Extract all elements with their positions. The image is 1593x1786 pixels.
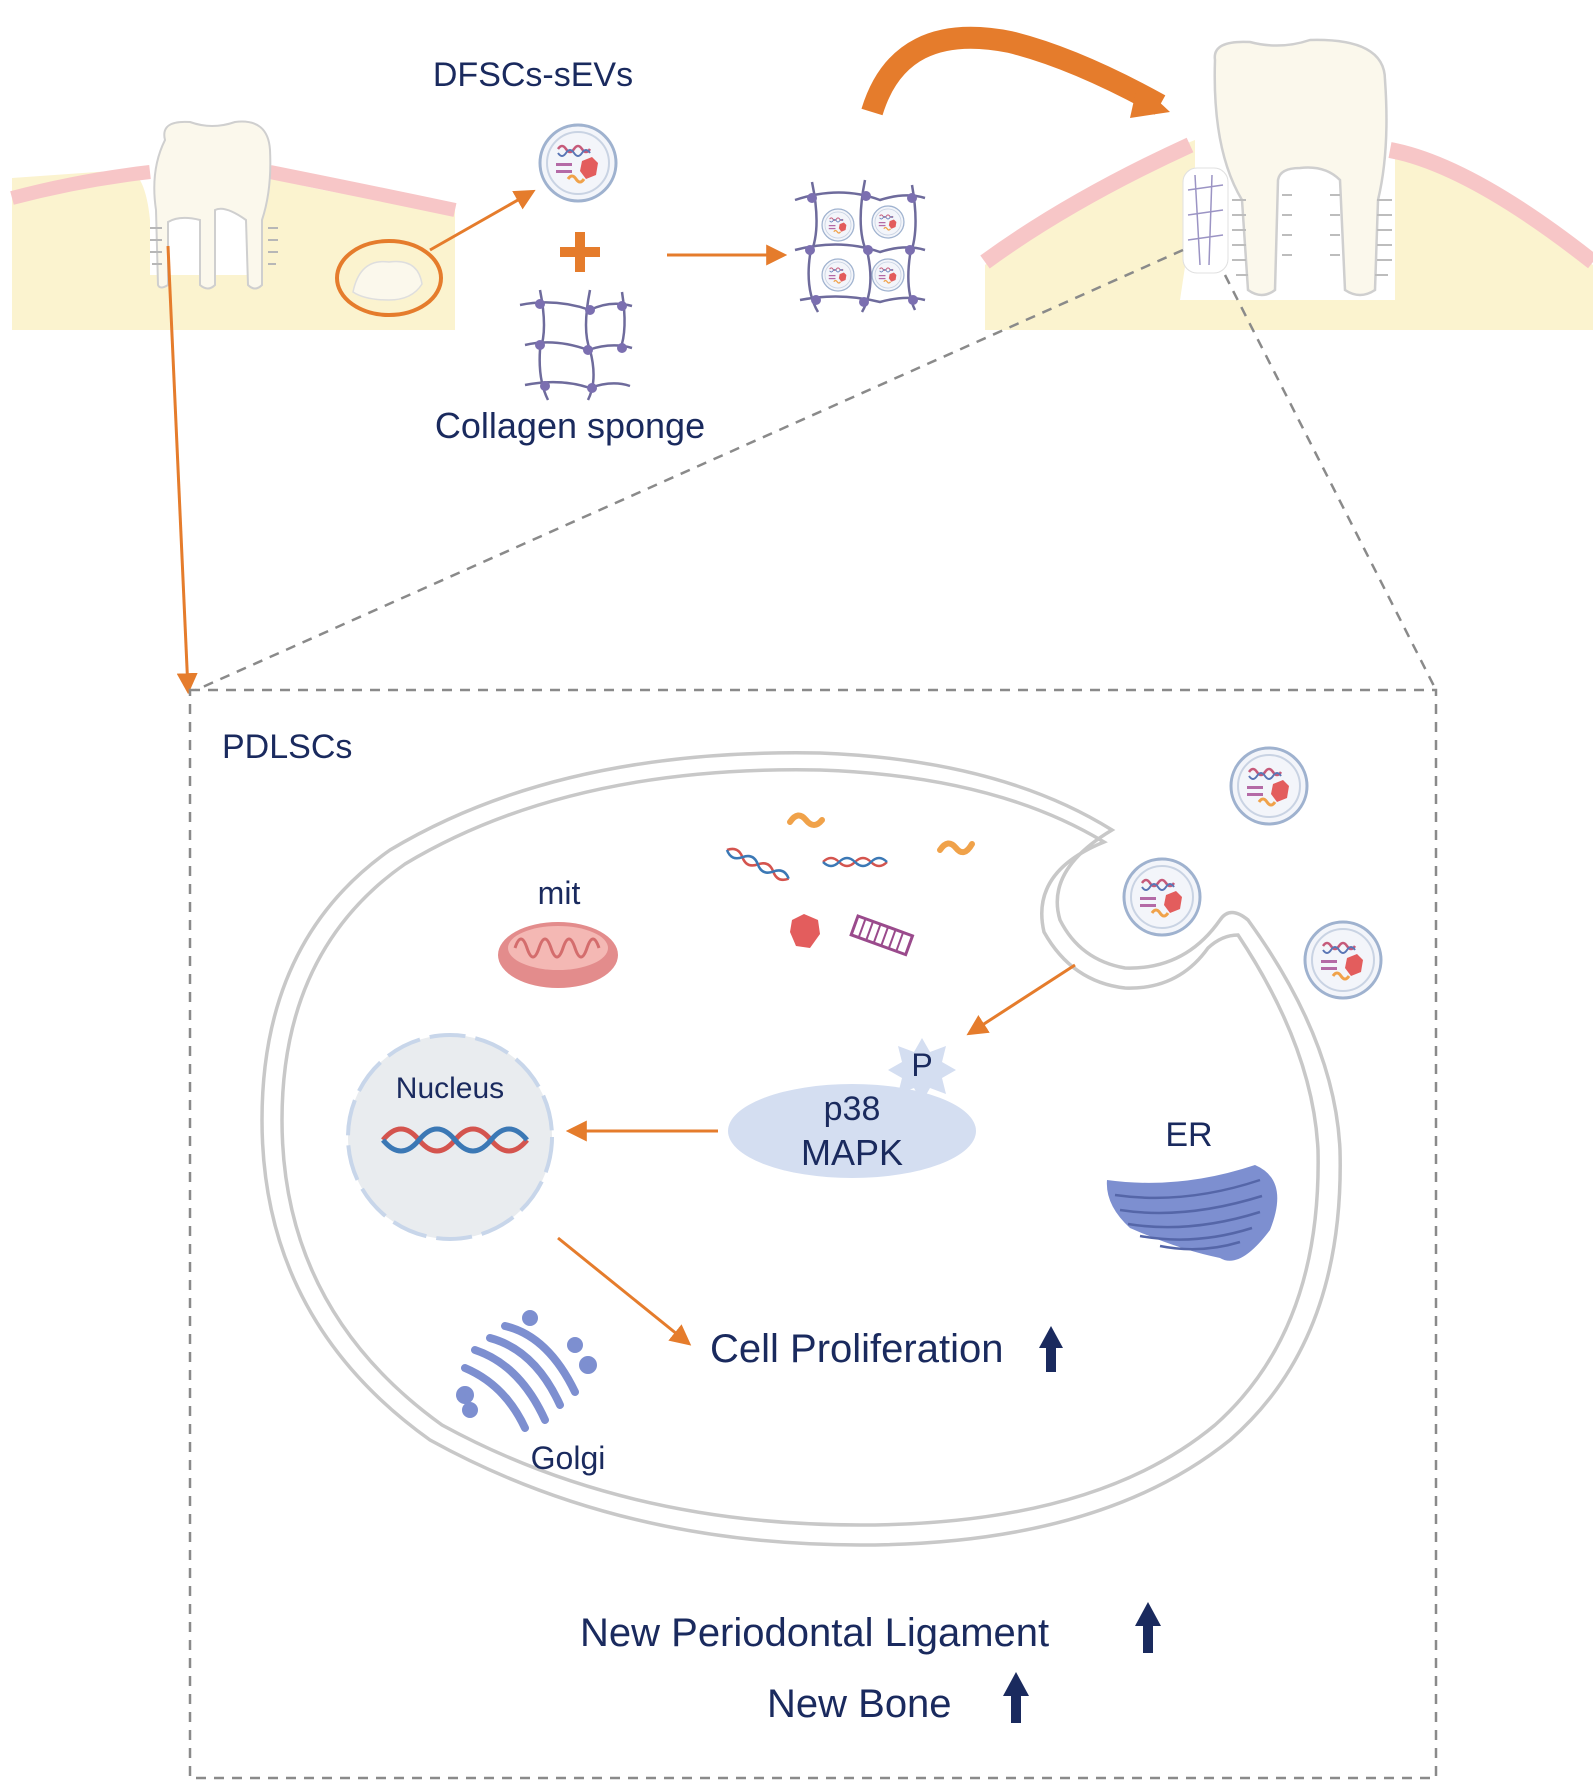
dna-icon [381,1126,529,1154]
up-arrow-icon [1039,1326,1063,1372]
er-label: ER [1165,1116,1212,1154]
p38-mapk-node [728,1084,976,1178]
endoplasmic-reticulum-icon [1106,1165,1278,1261]
sev-vesicle-icon [1122,857,1202,937]
phospho-label: P [911,1047,932,1083]
right-gum-tissue [980,137,1593,330]
new-pdl-label: New Periodontal Ligament [580,1611,1049,1655]
golgi-icon [456,1310,597,1432]
tooth-to-panel-arrow [166,245,198,695]
transplant-arrow [861,26,1166,116]
mitochondrion-icon [498,922,618,988]
p38-label: p38 [824,1090,881,1128]
dfscs-sevs-label: DFSCs-sEVs [433,56,633,94]
left-tooth [150,120,278,290]
transplant-arrow-head [1130,82,1170,118]
defect-to-vesicle-arrow [429,189,536,252]
released-cargo [723,812,975,957]
mit-label: mit [538,875,581,911]
sev-vesicle-icon [1229,746,1309,826]
collagen-sponge-icon [519,289,633,401]
cell-membrane [260,751,1342,1547]
pdlscs-panel [188,688,1438,1780]
zoom-line-left [195,248,1184,692]
left-gum-tissue [10,165,457,330]
sev-to-p38-arrow [966,963,1076,1036]
golgi-label: Golgi [531,1440,606,1476]
sev-vesicle-icon [1303,920,1383,1000]
loaded-sponge-icon [794,179,926,313]
collagen-sponge-label: Collagen sponge [435,405,705,446]
implanted-sponge [1182,167,1229,274]
right-tooth [1213,38,1392,297]
cell-proliferation-label: Cell Proliferation [710,1327,1003,1371]
mapk-label: MAPK [801,1132,903,1173]
nucleus-to-proliferation-arrow [557,1236,692,1346]
defect-site [335,239,443,317]
up-arrow-icon [1135,1602,1161,1653]
up-arrow-icon [1003,1672,1029,1723]
new-bone-label: New Bone [767,1682,952,1726]
pdlscs-label: PDLSCs [222,728,352,766]
phospho-badge [888,1038,956,1102]
zoom-line-right [1223,274,1438,691]
plus-icon [560,232,600,272]
nucleus-label: Nucleus [396,1072,504,1105]
dfscs-sev-vesicle-icon [538,123,618,203]
